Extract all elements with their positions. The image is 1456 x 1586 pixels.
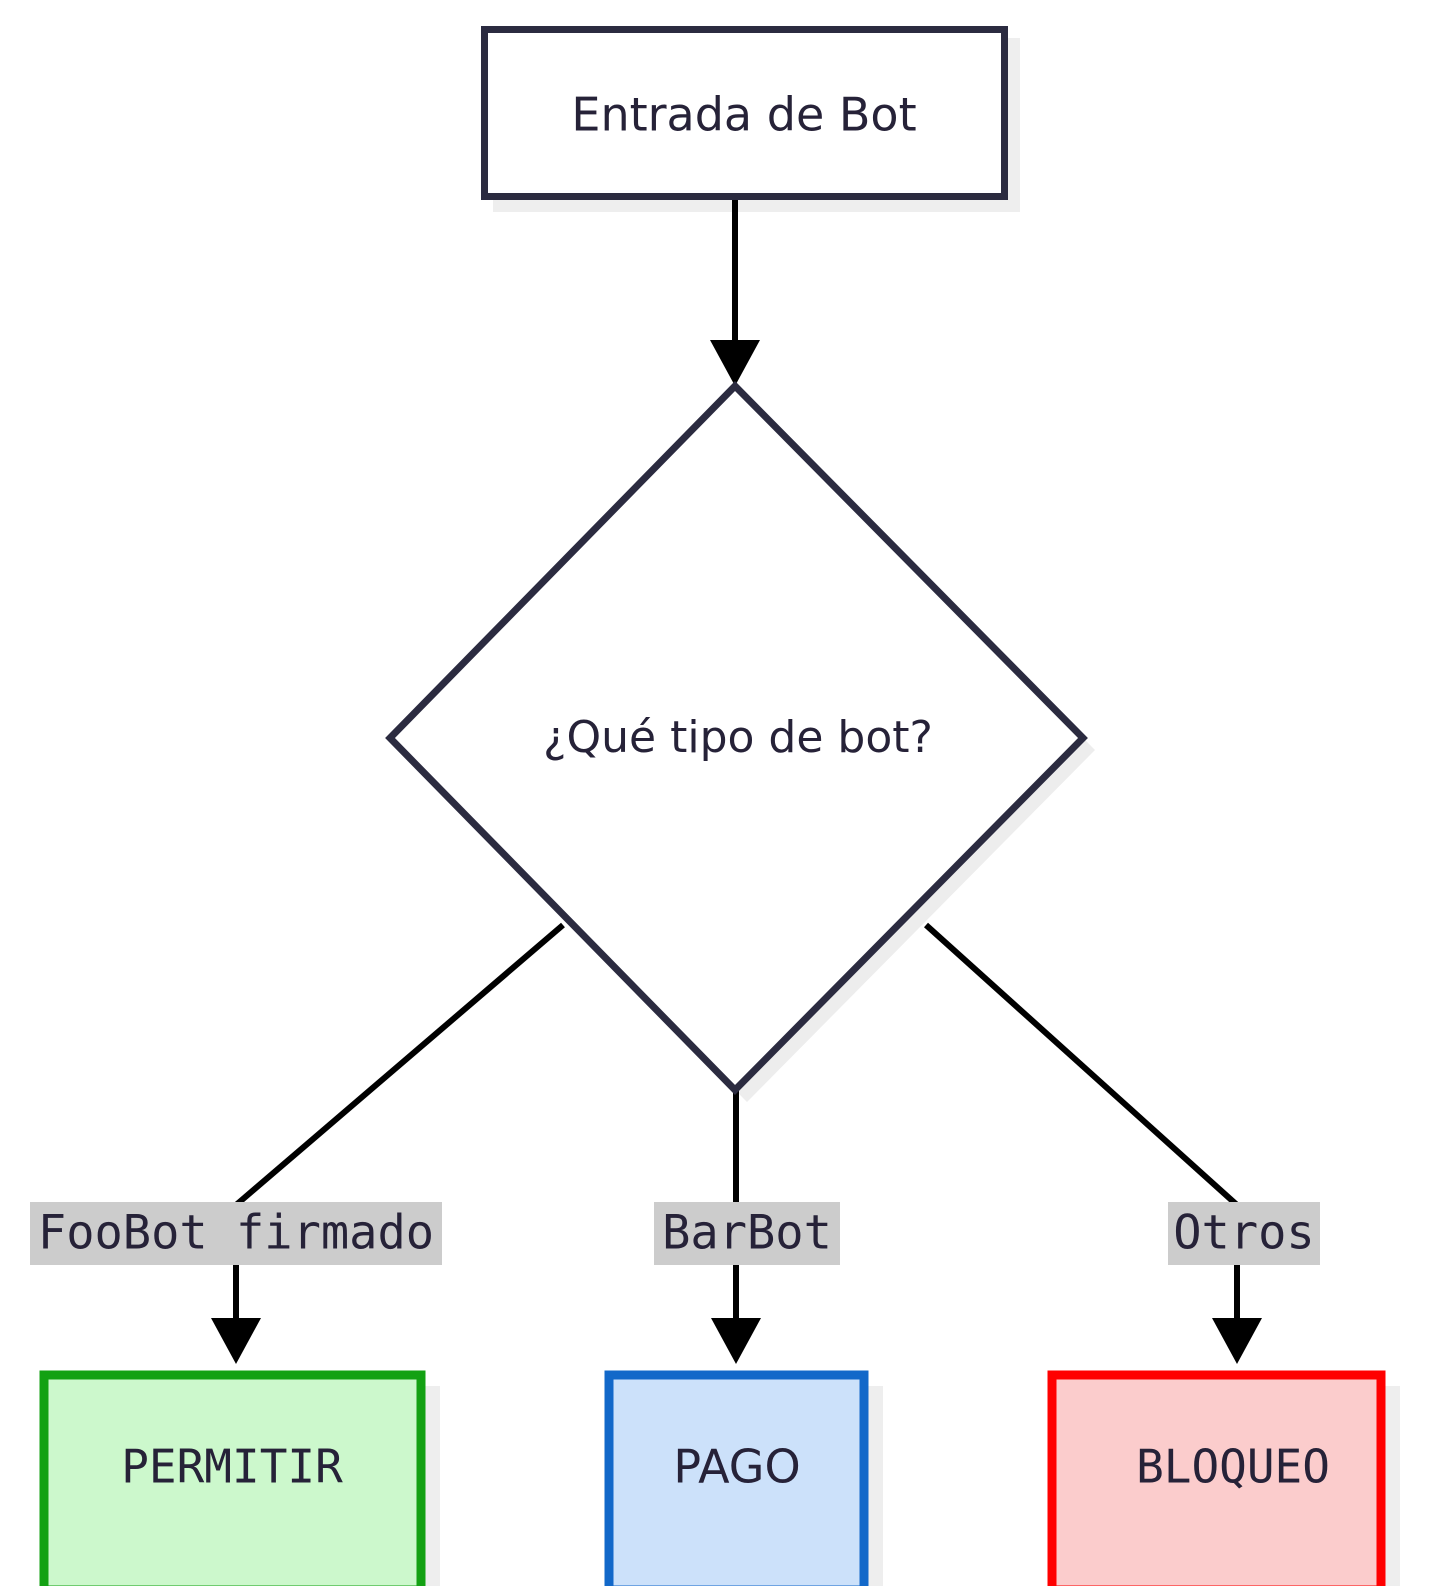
edge-entrada-to-decision bbox=[710, 200, 760, 386]
bloqueo-node-label: BLOQUEO bbox=[1136, 1440, 1330, 1494]
node-entrada-de-bot[interactable]: Entrada de Bot bbox=[481, 26, 1008, 200]
edge-label-text: BarBot bbox=[662, 1206, 832, 1261]
edge-decision-to-bloqueo bbox=[923, 922, 1262, 1364]
entrada-node-box[interactable] bbox=[481, 26, 1008, 200]
node-permitir[interactable]: PERMITIR bbox=[39, 1370, 426, 1586]
bloqueo-node-box[interactable] bbox=[1047, 1370, 1386, 1586]
permitir-node-box[interactable] bbox=[39, 1370, 426, 1586]
edge-label-barbot: BarBot bbox=[654, 1202, 840, 1265]
arrowhead-icon bbox=[1212, 1318, 1262, 1364]
arrowhead-icon bbox=[710, 340, 760, 386]
edge-label-background bbox=[1168, 1202, 1320, 1265]
node-decision-tipo-de-bot[interactable]: ¿Qué tipo de bot? bbox=[385, 381, 1088, 1095]
arrowhead-icon bbox=[711, 1318, 761, 1364]
edge-decision-to-pago bbox=[711, 1090, 761, 1364]
edge-decision-to-permitir bbox=[211, 922, 565, 1364]
edge-label-otros: Otros bbox=[1168, 1202, 1320, 1265]
edge-label-background bbox=[654, 1202, 840, 1265]
edge-label-background bbox=[30, 1202, 442, 1265]
entrada-node-label: Entrada de Bot bbox=[571, 88, 916, 142]
arrowhead-icon bbox=[211, 1318, 261, 1364]
edge-label-text: FooBot firmado bbox=[38, 1206, 434, 1261]
pago-node-label: PAGO bbox=[673, 1440, 800, 1494]
permitir-node-label: PERMITIR bbox=[121, 1440, 343, 1494]
edge-label-foobot-firmado: FooBot firmado bbox=[30, 1202, 442, 1265]
node-bloqueo[interactable]: BLOQUEO bbox=[1047, 1370, 1386, 1586]
node-pago[interactable]: PAGO bbox=[604, 1370, 869, 1586]
edge-label-text: Otros bbox=[1173, 1206, 1314, 1261]
decision-node-label: ¿Qué tipo de bot? bbox=[543, 712, 933, 763]
pago-node-box[interactable] bbox=[604, 1370, 869, 1586]
decision-node-diamond[interactable] bbox=[385, 381, 1088, 1095]
